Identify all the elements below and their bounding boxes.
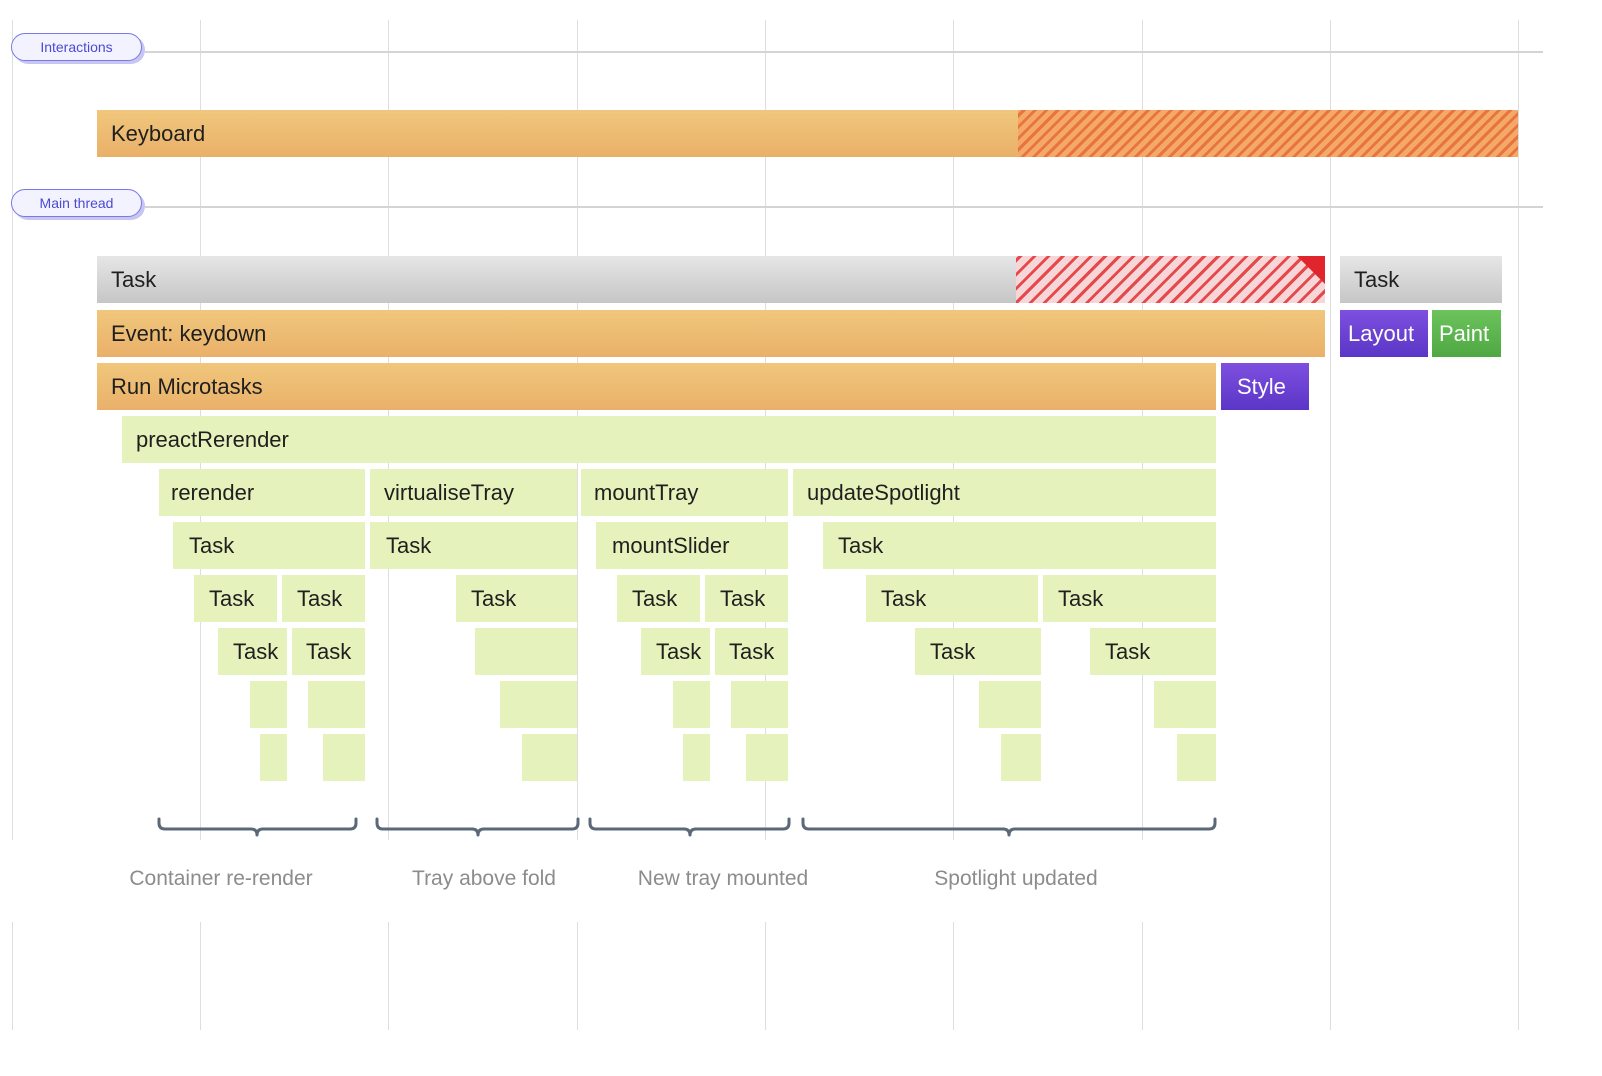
- task-call-label: Task: [656, 638, 702, 664]
- style-bar[interactable]: Style: [1221, 363, 1309, 410]
- task-call-label: Task: [297, 585, 343, 611]
- update-spotlight-call-bar[interactable]: updateSpotlight: [793, 469, 1216, 516]
- keyboard-interaction-bar[interactable]: Keyboard: [97, 110, 1018, 157]
- interactions-track-pill[interactable]: Interactions: [11, 33, 142, 61]
- brace-tray-above-fold: [375, 817, 580, 837]
- main-thread-track-pill[interactable]: Main thread: [11, 189, 142, 217]
- mount-slider-call-label: mountSlider: [612, 532, 730, 558]
- run-microtasks-bar[interactable]: Run Microtasks: [97, 363, 1216, 410]
- long-task-warning-flag: [1297, 256, 1325, 284]
- task-call-bar[interactable]: Task: [292, 628, 365, 675]
- update-spotlight-call-label: updateSpotlight: [807, 479, 960, 505]
- call-bar[interactable]: [673, 681, 710, 728]
- main-thread-track-line: [145, 206, 1543, 208]
- call-bar[interactable]: [683, 734, 710, 781]
- interactions-track-line: [145, 51, 1543, 53]
- task-call-bar[interactable]: Task: [194, 575, 277, 622]
- task-call-label: Task: [209, 585, 255, 611]
- brace-new-tray-mounted: [588, 817, 791, 837]
- brace-container-rerender: [157, 817, 358, 837]
- event-keydown-bar[interactable]: Event: keydown: [97, 310, 1325, 357]
- task-call-bar[interactable]: Task: [866, 575, 1038, 622]
- call-bar[interactable]: [731, 681, 788, 728]
- call-bar[interactable]: [260, 734, 287, 781]
- task-call-bar[interactable]: Task: [1090, 628, 1216, 675]
- task-call-bar[interactable]: Task: [370, 522, 577, 569]
- keyboard-presentation-delay-hatch: [1018, 110, 1518, 157]
- task-call-label: Task: [838, 532, 884, 558]
- task-call-label: Task: [729, 638, 775, 664]
- keyboard-interaction-label: Keyboard: [111, 120, 206, 146]
- task-call-label: Task: [386, 532, 432, 558]
- long-task-label: Task: [111, 266, 157, 292]
- task-call-bar[interactable]: Task: [705, 575, 788, 622]
- run-microtasks-label: Run Microtasks: [111, 373, 263, 399]
- task-call-bar[interactable]: Task: [173, 522, 365, 569]
- group-label-tray-above-fold: Tray above fold: [412, 867, 556, 890]
- task-call-label: Task: [306, 638, 352, 664]
- mount-tray-call-bar[interactable]: mountTray: [581, 469, 788, 516]
- mount-tray-call-label: mountTray: [594, 479, 699, 505]
- call-bar[interactable]: [250, 681, 287, 728]
- layout-bar[interactable]: Layout: [1340, 310, 1428, 357]
- layout-label: Layout: [1348, 320, 1415, 346]
- group-label-new-tray-mounted: New tray mounted: [637, 867, 809, 890]
- rerender-call-label: rerender: [171, 479, 255, 505]
- task-call-label: Task: [930, 638, 976, 664]
- task-call-label: Task: [720, 585, 766, 611]
- group-label-container-rerender: Container re-render: [129, 867, 313, 890]
- task-call-label: Task: [632, 585, 678, 611]
- call-bar[interactable]: [746, 734, 788, 781]
- call-bar[interactable]: [1177, 734, 1216, 781]
- paint-label: Paint: [1439, 320, 1490, 346]
- virtualise-tray-call-bar[interactable]: virtualiseTray: [370, 469, 577, 516]
- task-call-bar[interactable]: Task: [456, 575, 577, 622]
- task-call-label: Task: [881, 585, 927, 611]
- call-bar[interactable]: [1001, 734, 1041, 781]
- task-call-bar[interactable]: Task: [715, 628, 788, 675]
- gridline: [12, 20, 13, 1030]
- task-call-bar[interactable]: Task: [823, 522, 1216, 569]
- task-call-bar[interactable]: Task: [1043, 575, 1216, 622]
- label-backdrop: [0, 840, 1330, 922]
- rendering-task-bar[interactable]: Task: [1340, 256, 1502, 303]
- brace-spotlight-updated: [801, 817, 1217, 837]
- gridline: [1330, 20, 1331, 1030]
- call-bar[interactable]: [522, 734, 577, 781]
- call-bar[interactable]: [323, 734, 365, 781]
- task-call-bar[interactable]: Task: [282, 575, 365, 622]
- task-call-label: Task: [471, 585, 517, 611]
- event-keydown-label: Event: keydown: [111, 320, 267, 346]
- rerender-call-bar[interactable]: rerender: [159, 469, 365, 516]
- rendering-task-label: Task: [1354, 266, 1400, 292]
- long-task-overrun-hatch: [1016, 256, 1325, 303]
- preact-rerender-bar[interactable]: preactRerender: [122, 416, 1216, 463]
- call-bar[interactable]: [475, 628, 577, 675]
- call-bar[interactable]: [1154, 681, 1216, 728]
- mount-slider-call-bar[interactable]: mountSlider: [596, 522, 788, 569]
- task-call-bar[interactable]: Task: [641, 628, 710, 675]
- group-label-spotlight-updated: Spotlight updated: [934, 867, 1098, 890]
- call-bar[interactable]: [308, 681, 365, 728]
- style-label: Style: [1237, 373, 1286, 399]
- task-call-label: Task: [1105, 638, 1151, 664]
- task-call-label: Task: [233, 638, 279, 664]
- task-call-label: Task: [189, 532, 235, 558]
- task-call-label: Task: [1058, 585, 1104, 611]
- gridline: [1518, 20, 1519, 1030]
- call-bar[interactable]: [500, 681, 577, 728]
- preact-rerender-label: preactRerender: [136, 426, 289, 452]
- gridline: [577, 20, 578, 1030]
- task-call-bar[interactable]: Task: [617, 575, 700, 622]
- paint-bar[interactable]: Paint: [1432, 310, 1501, 357]
- task-call-bar[interactable]: Task: [915, 628, 1041, 675]
- task-call-bar[interactable]: Task: [218, 628, 287, 675]
- call-bar[interactable]: [979, 681, 1041, 728]
- virtualise-tray-call-label: virtualiseTray: [384, 479, 514, 505]
- long-task-bar[interactable]: Task: [97, 256, 1016, 303]
